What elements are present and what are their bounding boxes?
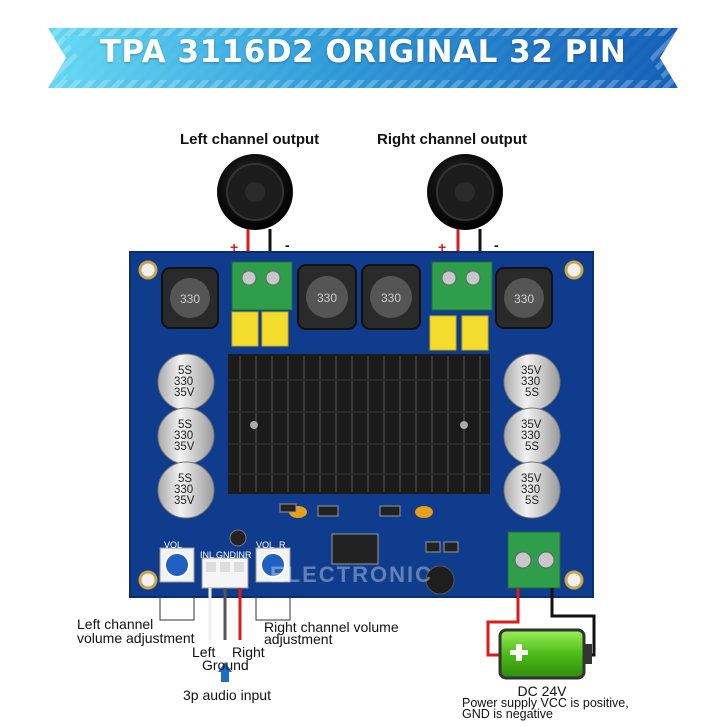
inductor-marking: 330	[317, 291, 338, 305]
connector-label-inr: INR	[236, 550, 252, 560]
cap-label: 35V	[521, 365, 542, 377]
right-volume-label: Right channel volume adjustment	[264, 619, 399, 647]
inductor-marking: 330	[514, 292, 535, 306]
right-speaker-icon	[427, 154, 503, 230]
cap-label: 330	[174, 376, 194, 388]
cap-label: 35V	[521, 419, 542, 431]
audio-input-label: 3p audio input	[183, 687, 271, 703]
connector-label-gnd: GND	[216, 550, 236, 560]
cap-label: 330	[521, 430, 541, 442]
cap-label: 35V	[174, 495, 195, 507]
power-note: Power supply VCC is positive, GND is neg…	[462, 696, 629, 721]
left-volume-label: Left channel volume adjustment	[77, 616, 195, 646]
left-minus-mark: -	[285, 237, 290, 253]
cap-label: 330	[174, 430, 194, 442]
right-output-label: Right channel output	[377, 131, 527, 148]
cap-label: 5S	[525, 387, 540, 399]
inductor-marking: 330	[381, 291, 402, 305]
cap-label: 35V	[174, 387, 195, 399]
cap-label: 330	[174, 484, 194, 496]
dc-voltage-label: DC 24V	[517, 683, 567, 699]
right-plus-mark: +	[438, 239, 447, 255]
watermark: ELECTRONIC	[270, 562, 433, 587]
cap-label: 5S	[178, 365, 193, 377]
left-input-label: Left	[192, 644, 216, 660]
cap-label: 330	[521, 484, 541, 496]
left-output-terminal	[231, 261, 293, 311]
cap-label: 5S	[178, 473, 193, 485]
left-speaker-icon	[217, 154, 293, 230]
right-output-terminal	[431, 261, 493, 311]
connector-label-vol: VOL	[164, 540, 183, 550]
right-minus-mark: -	[494, 237, 499, 253]
left-plus-mark: +	[230, 239, 239, 255]
connector-label-vol-r: VOL_R	[256, 540, 286, 550]
left-output-label: Left channel output	[180, 131, 320, 148]
cap-label: 35V	[174, 441, 195, 453]
banner-title: TPA 3116D2 ORIGINAL 32 PIN	[99, 34, 627, 70]
cap-label: 330	[521, 376, 541, 388]
connector-label-inl: INL	[200, 550, 215, 560]
ground-label: Ground	[202, 657, 249, 673]
cap-label: 5S	[525, 441, 540, 453]
cap-label: 35V	[521, 473, 542, 485]
cap-label: 5S	[178, 419, 193, 431]
right-input-label: Right	[232, 644, 265, 660]
inductor-marking: 330	[180, 292, 201, 306]
cap-label: 5S	[525, 495, 540, 507]
